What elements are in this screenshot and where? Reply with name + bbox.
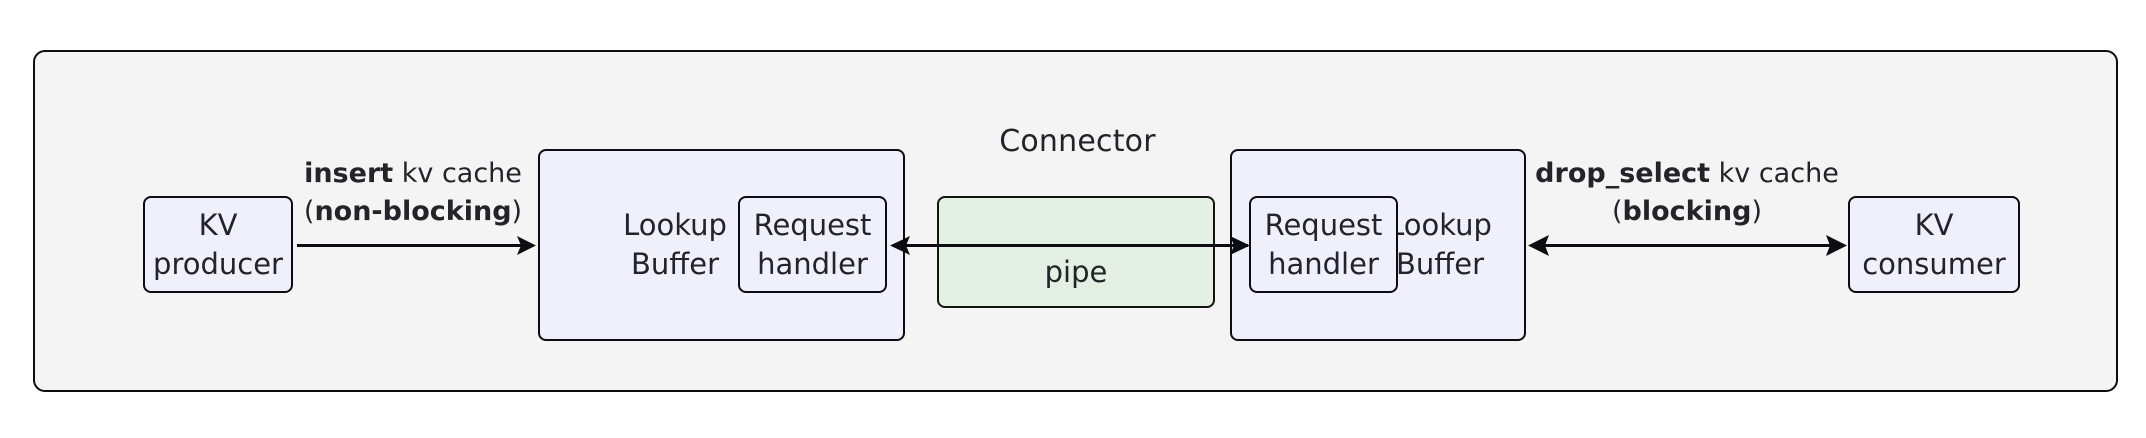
node-kv-producer-label: KV producer: [153, 206, 283, 284]
edge-label-insert: insert kv cache (non-blocking): [298, 155, 528, 232]
edge-label-insert-mode: non-blocking: [314, 196, 512, 228]
node-kv-producer: KV producer: [143, 196, 293, 293]
edge-label-drop-select-keyword: drop_select: [1535, 158, 1711, 189]
node-kv-consumer: KV consumer: [1848, 196, 2020, 293]
edge-label-drop-select-paren-close: ): [1751, 196, 1762, 228]
edge-label-drop-select-line2: (blocking): [1528, 193, 1846, 231]
edge-label-insert-line2: (non-blocking): [298, 193, 528, 231]
connector-title: Connector: [999, 124, 1156, 159]
edge-label-insert-keyword: insert: [304, 158, 394, 189]
edge-label-drop-select: drop_select kv cache (blocking): [1528, 155, 1846, 232]
node-request-handler-left: Request handler: [738, 196, 887, 293]
node-request-handler-right: Request handler: [1249, 196, 1398, 293]
edge-label-drop-select-rest: kv cache: [1710, 158, 1839, 189]
lookup-buffer-right-line1: Lookup: [1388, 208, 1492, 243]
edge-label-insert-paren-close: ): [511, 196, 523, 228]
edge-label-insert-line1: insert kv cache: [298, 155, 528, 193]
request-handler-right-line2: handler: [1268, 246, 1379, 281]
edge-label-drop-select-mode: blocking: [1622, 196, 1752, 228]
kv-consumer-line1: KV: [1914, 207, 1954, 242]
node-pipe: pipe: [937, 196, 1215, 308]
lookup-buffer-left-line1: Lookup: [623, 208, 727, 243]
node-kv-consumer-label: KV consumer: [1862, 206, 2006, 284]
edge-label-insert-rest: kv cache: [393, 158, 522, 189]
request-handler-right-label: Request handler: [1265, 206, 1383, 284]
edge-label-drop-select-paren-open: (: [1612, 196, 1623, 228]
pipe-label: pipe: [1044, 255, 1108, 290]
kv-consumer-line2: consumer: [1862, 246, 2006, 281]
lookup-buffer-left-line2: Buffer: [630, 247, 720, 281]
edge-label-insert-paren-open: (: [303, 196, 315, 228]
kv-producer-line1: KV: [198, 207, 238, 242]
lookup-buffer-right-line2: Buffer: [1395, 247, 1485, 281]
request-handler-right-line1: Request: [1264, 207, 1383, 242]
kv-producer-line2: producer: [153, 246, 283, 281]
edge-label-drop-select-line1: drop_select kv cache: [1528, 155, 1846, 193]
request-handler-left-line1: Request: [753, 207, 872, 242]
lookup-buffer-left-label: Lookup Buffer: [600, 206, 750, 284]
lookup-buffer-right-label: Lookup Buffer: [1376, 206, 1504, 284]
request-handler-left-label: Request handler: [754, 206, 872, 284]
request-handler-left-line2: handler: [757, 246, 868, 281]
